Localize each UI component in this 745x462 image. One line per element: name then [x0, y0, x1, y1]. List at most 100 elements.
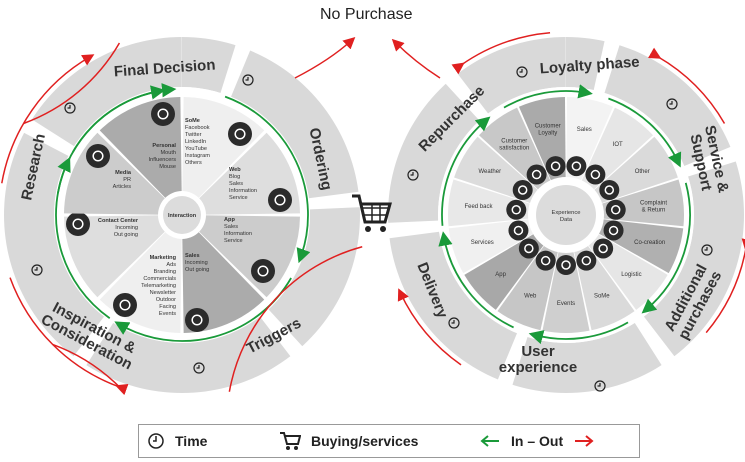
segment-item: YouTube [185, 146, 207, 152]
weather-icon [512, 180, 533, 200]
truck-icon [593, 238, 614, 259]
red-flow-arrow [228, 246, 363, 392]
segment-label: Co-creation [634, 240, 665, 246]
segment-title: Media [115, 170, 132, 176]
legend-time: Time [147, 432, 207, 450]
clock-icon [701, 244, 713, 256]
segment-label-line: & Return [642, 207, 666, 213]
clock-icon [148, 433, 164, 449]
interaction-hub [163, 196, 201, 234]
green-flow-arrow [72, 85, 166, 153]
network-icon [576, 250, 597, 271]
legend-time-label: Time [175, 433, 208, 449]
chat-icon [506, 199, 527, 220]
red-flow-arrow [705, 238, 745, 334]
segment-label: IOT [613, 142, 623, 148]
segment-item: Influencers [149, 157, 177, 163]
segment-title: Personal [152, 143, 176, 149]
segment-label: Feed back [464, 204, 493, 210]
segment-item: Newsletter [150, 290, 177, 296]
segment-item: LinkedIn [185, 139, 206, 145]
green-flow-arrow [528, 321, 629, 345]
segment-title: Sales [185, 253, 200, 259]
segment-item: Articles [113, 184, 132, 190]
segment-label-line: Loyalty [538, 130, 557, 136]
segment-item: Events [159, 311, 176, 317]
hub-label-line: Experience [551, 210, 580, 216]
headset-icon [66, 212, 90, 236]
green-flow-arrow [224, 95, 311, 264]
exclamation-icon [605, 199, 626, 220]
segment-label: Events [557, 301, 575, 307]
clock-icon [64, 102, 76, 114]
red-flow-arrow [23, 42, 121, 125]
segment-label-line: satisfaction [499, 145, 529, 151]
segment-label: Logistic [621, 272, 641, 278]
segment-item: Information [224, 231, 252, 237]
star-icon [545, 156, 566, 177]
clock-icon [31, 264, 43, 276]
laptop-icon [535, 250, 556, 271]
segment-item: Blog [229, 174, 240, 180]
phone-icon [251, 259, 275, 283]
segment-label-line: Events [557, 301, 575, 307]
question-icon [599, 180, 620, 200]
segment-item: Sales [224, 224, 238, 230]
clock-icon [407, 169, 419, 181]
people-icon [151, 102, 175, 126]
segment-title: Contact Center [98, 218, 139, 224]
cart-icon [352, 194, 392, 232]
no-purchase-arrow-right [391, 38, 441, 79]
segment-label-line: IOT [613, 142, 623, 148]
experience-data-hub [536, 185, 596, 245]
check-icon [526, 164, 547, 185]
iot-icon [585, 164, 606, 185]
segment-title: Web [229, 167, 241, 173]
segment-label: App [495, 272, 506, 278]
red-flow-arrow [451, 31, 551, 75]
segment-item: Facebook [185, 125, 210, 131]
segment-item: Mouth [160, 150, 176, 156]
red-arrow-icon [575, 435, 594, 447]
red-flow-arrow [648, 47, 726, 124]
hub-label: Interaction [168, 213, 197, 219]
legend-flow: In – Out [479, 433, 595, 449]
segment-item: Instagram [185, 153, 210, 159]
calendar-icon [556, 255, 576, 275]
segment-item: Service [229, 195, 248, 201]
segment-label-line: Feed back [464, 204, 493, 210]
phase-label-line: Loyalty phase [539, 54, 640, 78]
segment-label-line: Web [524, 293, 537, 299]
segment-item: Ads [166, 262, 176, 268]
green-arrow-icon [480, 435, 499, 447]
segment-personal [99, 97, 182, 215]
clock-icon [448, 317, 460, 329]
clock-icon [666, 98, 678, 110]
megaphone-icon [113, 293, 137, 317]
phase-label: Loyalty phase [539, 54, 640, 78]
segment-label: Complaint& Return [640, 200, 667, 213]
segment-item: Branding [154, 269, 176, 275]
red-flow-arrow [52, 343, 120, 388]
segment-label-line: SoMe [594, 293, 610, 299]
segment-item: Incoming [185, 260, 208, 266]
segment-label: Sales [577, 127, 592, 133]
segment-label-line: Sales [577, 127, 592, 133]
segment-label-line: Customer [501, 138, 527, 144]
no-purchase-label: No Purchase [320, 6, 413, 23]
segment-item: Information [229, 188, 257, 194]
green-flow-arrow [641, 182, 691, 314]
segment-item: Out going [114, 232, 138, 238]
laptop-icon [268, 188, 292, 212]
